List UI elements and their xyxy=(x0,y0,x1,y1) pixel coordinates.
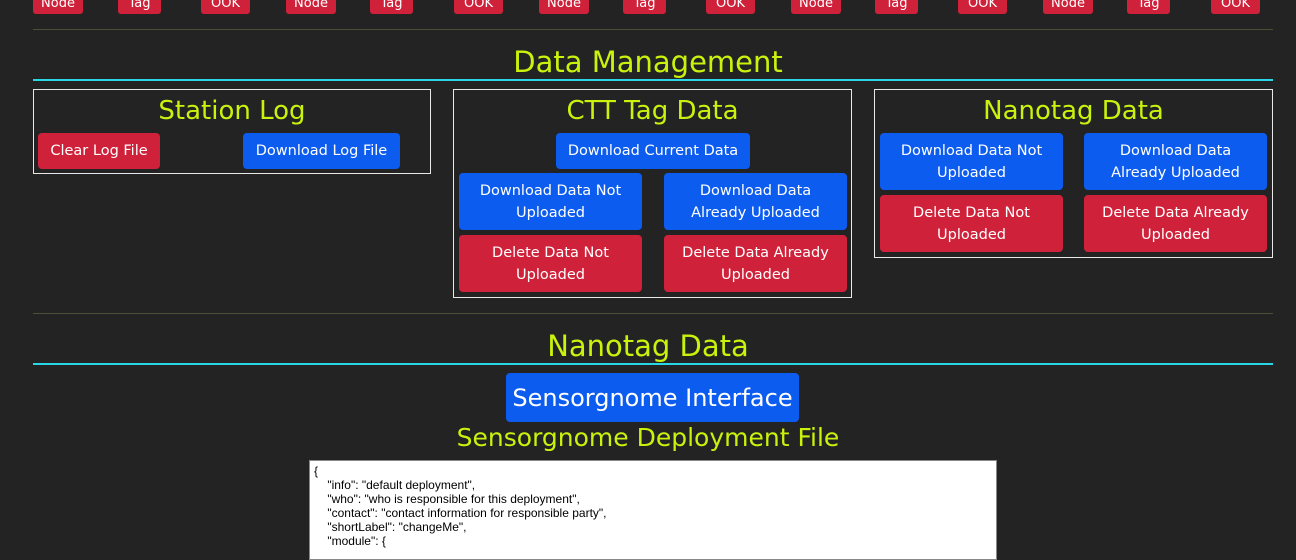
nanotag-download-not-uploaded-button[interactable]: Download Data Not Uploaded xyxy=(880,133,1063,190)
ctt-delete-already-uploaded-button[interactable]: Delete Data Already Uploaded xyxy=(664,235,847,292)
divider xyxy=(33,313,1273,314)
ctt-delete-not-uploaded-button[interactable]: Delete Data Not Uploaded xyxy=(459,235,642,292)
ctt-download-not-uploaded-button[interactable]: Download Data Not Uploaded xyxy=(459,173,642,230)
ook-button[interactable]: OOK xyxy=(201,0,250,14)
heading-underline xyxy=(33,79,1273,81)
download-current-data-button[interactable]: Download Current Data xyxy=(556,133,750,169)
tag-button[interactable]: Tag xyxy=(1127,0,1170,14)
download-log-button[interactable]: Download Log File xyxy=(243,133,400,169)
node-button[interactable]: Node xyxy=(539,0,589,14)
ctt-tag-panel: CTT Tag Data Download Current Data Downl… xyxy=(453,89,852,298)
nanotag-title: Nanotag Data xyxy=(983,96,1164,126)
node-button[interactable]: Node xyxy=(791,0,841,14)
heading-underline xyxy=(33,363,1273,365)
ctt-tag-title: CTT Tag Data xyxy=(566,96,739,126)
tag-button[interactable]: Tag xyxy=(875,0,918,14)
divider xyxy=(33,29,1273,30)
ook-button[interactable]: OOK xyxy=(706,0,755,14)
tag-button[interactable]: Tag xyxy=(118,0,161,14)
ook-button[interactable]: OOK xyxy=(958,0,1007,14)
top-button-row: Node Tag OOK Node Tag OOK Node Tag OOK N… xyxy=(0,0,1296,14)
data-management-heading: Data Management xyxy=(513,45,783,79)
deployment-file-textarea[interactable]: { "info": "default deployment", "who": "… xyxy=(309,460,997,560)
nanotag-section-heading: Nanotag Data xyxy=(547,329,749,363)
ctt-download-already-uploaded-button[interactable]: Download Data Already Uploaded xyxy=(664,173,847,230)
ook-button[interactable]: OOK xyxy=(1211,0,1260,14)
node-button[interactable]: Node xyxy=(33,0,83,14)
sensorgnome-interface-button[interactable]: Sensorgnome Interface xyxy=(506,373,799,422)
clear-log-button[interactable]: Clear Log File xyxy=(38,133,160,169)
node-button[interactable]: Node xyxy=(286,0,336,14)
nanotag-panel: Nanotag Data Download Data Not Uploaded … xyxy=(874,89,1273,258)
ook-button[interactable]: OOK xyxy=(454,0,503,14)
station-log-title: Station Log xyxy=(158,96,306,126)
tag-button[interactable]: Tag xyxy=(370,0,413,14)
nanotag-download-already-uploaded-button[interactable]: Download Data Already Uploaded xyxy=(1084,133,1267,190)
tag-button[interactable]: Tag xyxy=(623,0,666,14)
nanotag-delete-already-uploaded-button[interactable]: Delete Data Already Uploaded xyxy=(1084,195,1267,252)
nanotag-delete-not-uploaded-button[interactable]: Delete Data Not Uploaded xyxy=(880,195,1063,252)
station-log-panel: Station Log Clear Log File Download Log … xyxy=(33,89,431,174)
deployment-file-title: Sensorgnome Deployment File xyxy=(456,423,840,452)
node-button[interactable]: Node xyxy=(1043,0,1093,14)
